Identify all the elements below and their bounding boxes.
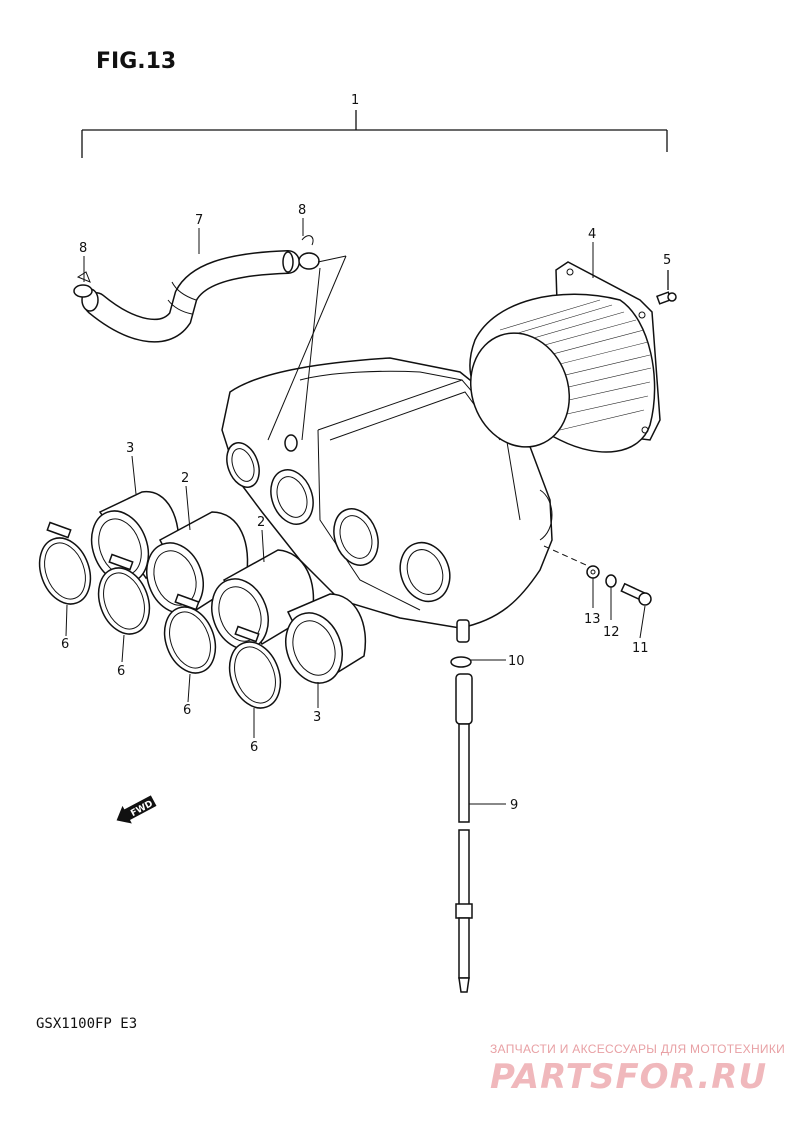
drain-tube-9 xyxy=(455,673,473,993)
callout-9: 9 xyxy=(510,798,518,813)
air-filter-element xyxy=(469,261,661,453)
callout-2-upper: 2 xyxy=(181,471,189,486)
hose-clamp-6b xyxy=(97,553,151,635)
callout-6-b: 6 xyxy=(117,664,125,679)
callout-5: 5 xyxy=(663,253,671,268)
assembly-bracket xyxy=(81,110,668,158)
callout-4: 4 xyxy=(588,227,596,242)
callout-labels: 1 7 8 8 4 5 3 2 2 6 6 6 6 3 10 9 13 12 1… xyxy=(61,93,671,813)
callout-leaders xyxy=(65,218,646,805)
callout-6-c: 6 xyxy=(183,703,191,718)
drain-clip-10 xyxy=(450,656,472,668)
screw-5 xyxy=(656,270,677,305)
watermark-logo: PARTSFOR.RU xyxy=(490,1057,767,1097)
model-code: GSX1100FP E3 xyxy=(36,1016,137,1032)
hose-clamp-8a xyxy=(73,271,93,298)
watermark: ЗАПЧАСТИ И АКСЕССУАРЫ ДЛЯ МОТОТЕХНИКИ PA… xyxy=(490,1042,785,1097)
mount-hardware xyxy=(543,545,652,606)
callout-6-a: 6 xyxy=(61,637,69,652)
hose-leader-lines xyxy=(267,255,347,441)
fwd-arrow: FWD xyxy=(116,795,157,824)
callout-13: 13 xyxy=(584,612,601,627)
intake-boot-3-lower xyxy=(285,593,367,684)
callout-8-left: 8 xyxy=(79,241,87,256)
callout-11: 11 xyxy=(632,641,649,656)
callout-1: 1 xyxy=(351,93,359,108)
hose-clamp-6c xyxy=(163,593,217,674)
callout-10: 10 xyxy=(508,654,525,669)
breather-hose xyxy=(81,250,300,343)
callout-7: 7 xyxy=(195,213,203,228)
hose-clamp-6a xyxy=(38,521,92,605)
air-cleaner-box xyxy=(221,357,553,643)
hose-clamp-8b xyxy=(298,235,320,270)
callout-8-right: 8 xyxy=(298,203,306,218)
intake-boot-2-lower xyxy=(211,549,315,650)
callout-6-d: 6 xyxy=(250,740,258,755)
figure-title: FIG.13 xyxy=(96,49,176,74)
callout-2-lower: 2 xyxy=(257,515,265,530)
hose-clamp-6d xyxy=(228,625,282,709)
callout-3-lower: 3 xyxy=(313,710,321,725)
callout-3-upper: 3 xyxy=(126,441,134,456)
watermark-tagline: ЗАПЧАСТИ И АКСЕССУАРЫ ДЛЯ МОТОТЕХНИКИ xyxy=(490,1042,785,1056)
callout-12: 12 xyxy=(603,625,620,640)
